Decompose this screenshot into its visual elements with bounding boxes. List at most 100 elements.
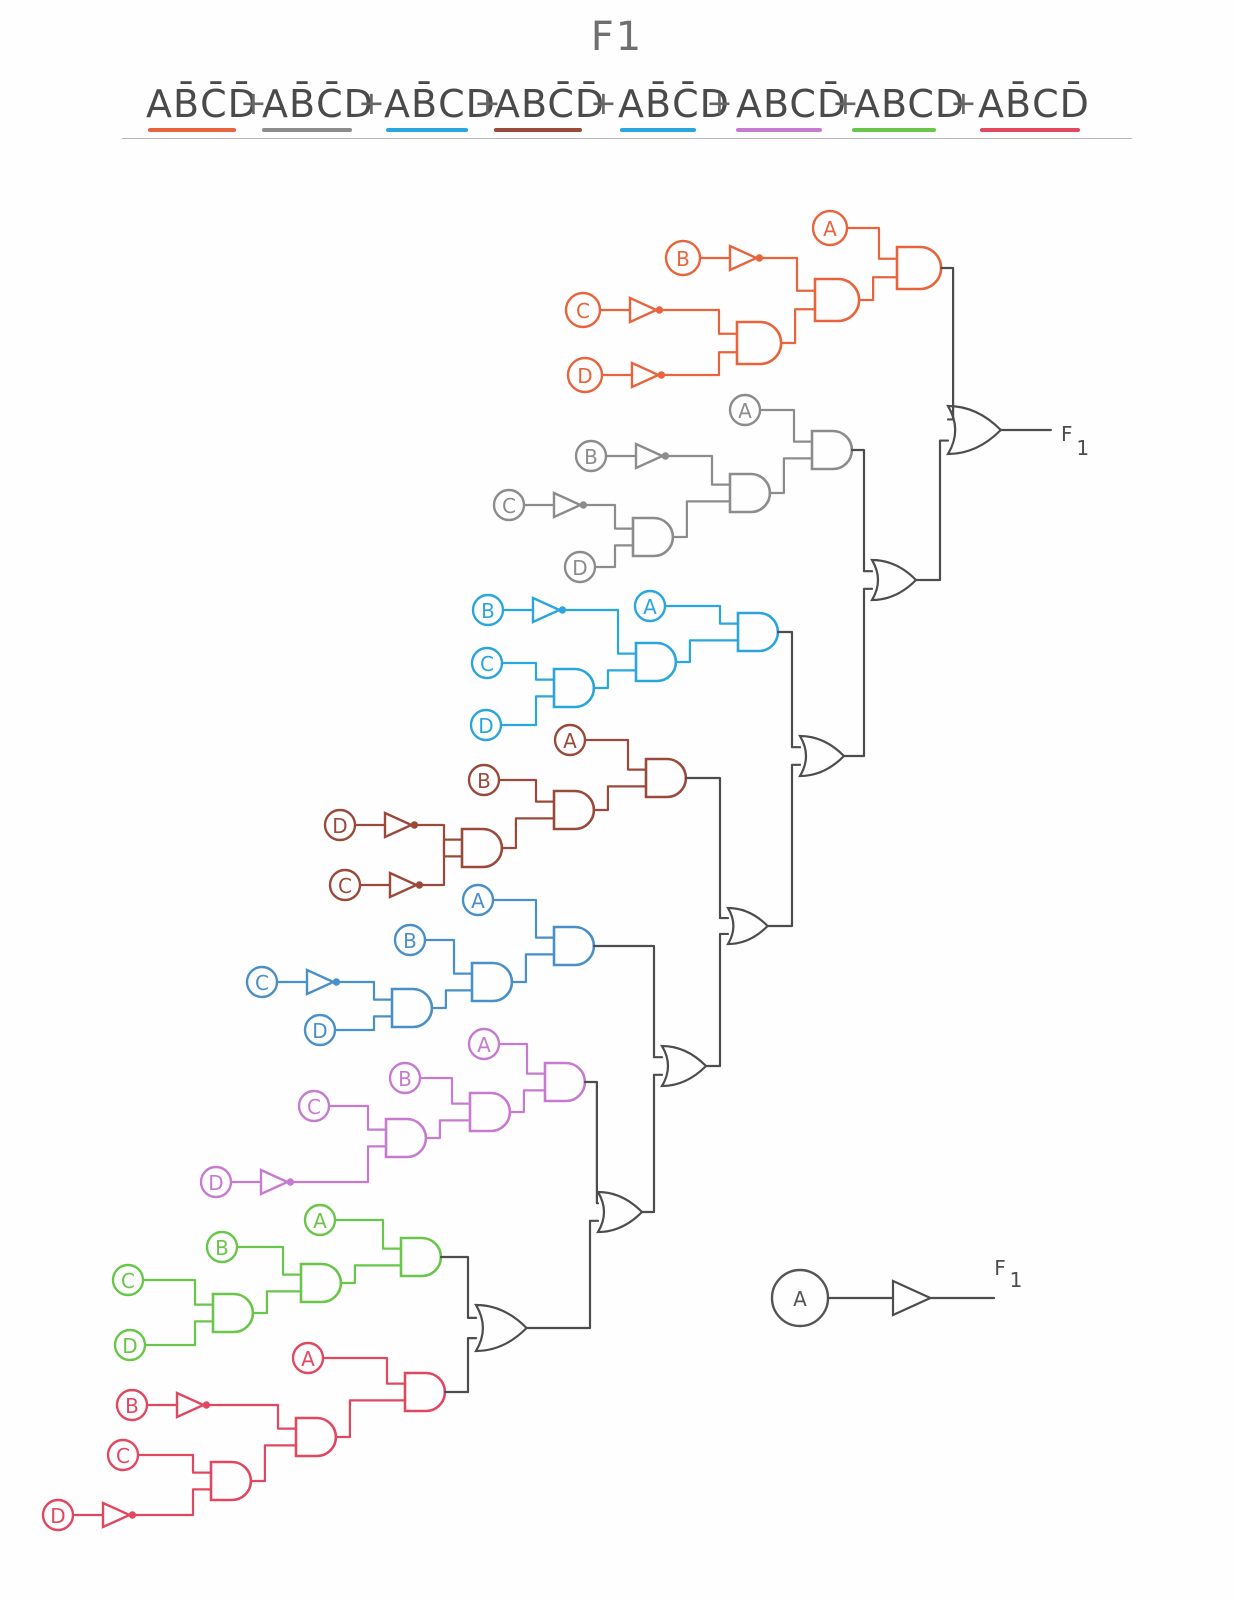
term5-input-b-label: B: [403, 929, 417, 953]
term3-wire-b-to-gate: [564, 608, 638, 655]
term2-input-b-label: B: [584, 445, 598, 469]
term5-wire-c-to-gate: [338, 980, 394, 1001]
term2-wire-c-to-gate: [585, 503, 635, 530]
term8-wire-c-to-gate: [136, 1453, 213, 1474]
term6-wire-d-to-gate: [292, 1145, 388, 1184]
term2-and-gate-1: [631, 516, 675, 558]
or-gate-7: [946, 404, 1003, 456]
term2-wire-gate2-to-gate3: [768, 457, 814, 495]
term6-wire-gate1-to-gate2: [424, 1119, 472, 1140]
term1-wire-gate2-to-gate3: [857, 276, 899, 302]
simplified-output-label: F: [994, 1256, 1006, 1280]
term2-and-gate-3: [810, 429, 854, 471]
term5-input-c-label: C: [255, 971, 269, 995]
term1-wire-b-to-gate: [761, 256, 817, 292]
term-1-underline: [148, 128, 236, 132]
term7-and-gate-1: [211, 1292, 255, 1334]
term-5: AB̄C̄D: [618, 82, 730, 126]
or-input-wire: [776, 630, 802, 749]
term8-wire-b-to-gate: [208, 1403, 298, 1430]
term-6-underline: [736, 128, 822, 132]
term2-wire-b-to-gate: [667, 454, 732, 486]
or-input-wire: [640, 1073, 664, 1214]
term2-input-a-label: A: [738, 399, 752, 423]
term-2-underline: [262, 128, 352, 132]
term5-and-gate-2: [470, 961, 514, 1003]
term8-wire-gate1-to-gate2: [249, 1444, 298, 1483]
or-input-wire: [842, 587, 874, 758]
term1-input-d-label: D: [577, 364, 592, 388]
or-input-wire: [850, 448, 874, 573]
term3-wire-gate2-to-gate3: [674, 639, 740, 664]
term-7-underline: [852, 128, 936, 132]
term1-not-gate-d: [630, 361, 662, 389]
term-7: ABCD: [854, 82, 966, 126]
term6-and-gate-1: [384, 1117, 428, 1159]
term8-wire-d-to-gate: [134, 1488, 213, 1517]
term-6: ABCD̄: [736, 82, 848, 126]
term7-and-gate-2: [299, 1262, 343, 1304]
term1-input-c-label: C: [576, 299, 590, 323]
term-8-underline: [980, 128, 1080, 132]
term4-not-gate-d: [383, 811, 415, 839]
term5-and-gate-1: [390, 987, 434, 1029]
term4-wire-a-to-gate: [583, 738, 648, 771]
or-input-wire: [914, 439, 950, 582]
term3-and-gate-3: [736, 611, 780, 653]
term8-input-c-label: C: [116, 1444, 130, 1468]
term2-wire-d-to-gate: [593, 544, 635, 569]
plus-4: +: [590, 84, 617, 122]
term6-wire-c-to-gate: [327, 1104, 388, 1131]
term2-and-gate-2: [728, 472, 772, 514]
term6-input-d-label: D: [208, 1171, 223, 1195]
term5-wire-a-to-gate: [491, 898, 556, 939]
expression-baseline: [122, 138, 1132, 139]
term4-not-gate-c: [388, 871, 420, 899]
term4-input-d-label: D: [332, 814, 347, 838]
plus-7: +: [950, 84, 977, 122]
term4-wire-c-to-gate: [421, 838, 464, 887]
term1-input-b-label: B: [676, 247, 690, 271]
term4-input-a-label: A: [563, 729, 577, 753]
term5-not-gate-c: [305, 968, 337, 996]
or-gate-6: [870, 558, 918, 602]
term7-wire-gate2-to-gate3: [339, 1264, 403, 1285]
term3-wire-d-to-gate: [499, 695, 556, 727]
term5-wire-d-to-gate: [333, 1015, 394, 1032]
or-input-wire: [439, 1255, 478, 1319]
term3-wire-gate1-to-gate2: [592, 669, 638, 690]
page-title: F1: [590, 14, 644, 60]
term3-wire-c-to-gate: [500, 661, 556, 681]
output-subscript: 1: [1076, 436, 1089, 460]
term4-wire-d-to-gate: [416, 823, 464, 858]
term6-wire-b-to-gate: [418, 1076, 472, 1105]
term1-wire-gate1-to-gate2: [779, 308, 817, 345]
term4-wire-gate1-to-gate2: [500, 817, 556, 850]
term8-wire-a-to-gate: [321, 1356, 407, 1385]
term7-wire-b-to-gate: [235, 1245, 303, 1276]
or-input-wire: [766, 763, 802, 928]
or-input-wire: [684, 776, 730, 920]
term7-input-a-label: A: [313, 1209, 327, 1233]
term5-and-gate-3: [552, 925, 596, 967]
term8-not-gate-b: [175, 1391, 207, 1419]
boolean-expression: AB̄C̄D̄ + AB̄C̄D + AB̄CD + ABC̄D̄ + AB̄C…: [0, 82, 1234, 152]
term1-wire-d-to-gate: [663, 351, 739, 377]
term7-wire-gate1-to-gate2: [251, 1290, 303, 1315]
term1-input-a-label: A: [823, 217, 837, 241]
term3-input-c-label: C: [480, 652, 494, 676]
term2-not-gate-b: [634, 442, 666, 470]
plus-1: +: [240, 84, 267, 122]
or-gate-2: [596, 1190, 644, 1234]
term4-wire-b-to-gate: [497, 778, 556, 803]
or-gate-1: [474, 1303, 529, 1353]
simplified-output-subscript: 1: [1010, 1268, 1023, 1292]
term5-wire-b-to-gate: [423, 938, 474, 975]
term5-input-a-label: A: [471, 889, 485, 913]
term-8: AB̄CD̄: [978, 82, 1090, 126]
term6-input-c-label: C: [307, 1095, 321, 1119]
term7-wire-a-to-gate: [333, 1218, 403, 1250]
term6-input-a-label: A: [477, 1033, 491, 1057]
